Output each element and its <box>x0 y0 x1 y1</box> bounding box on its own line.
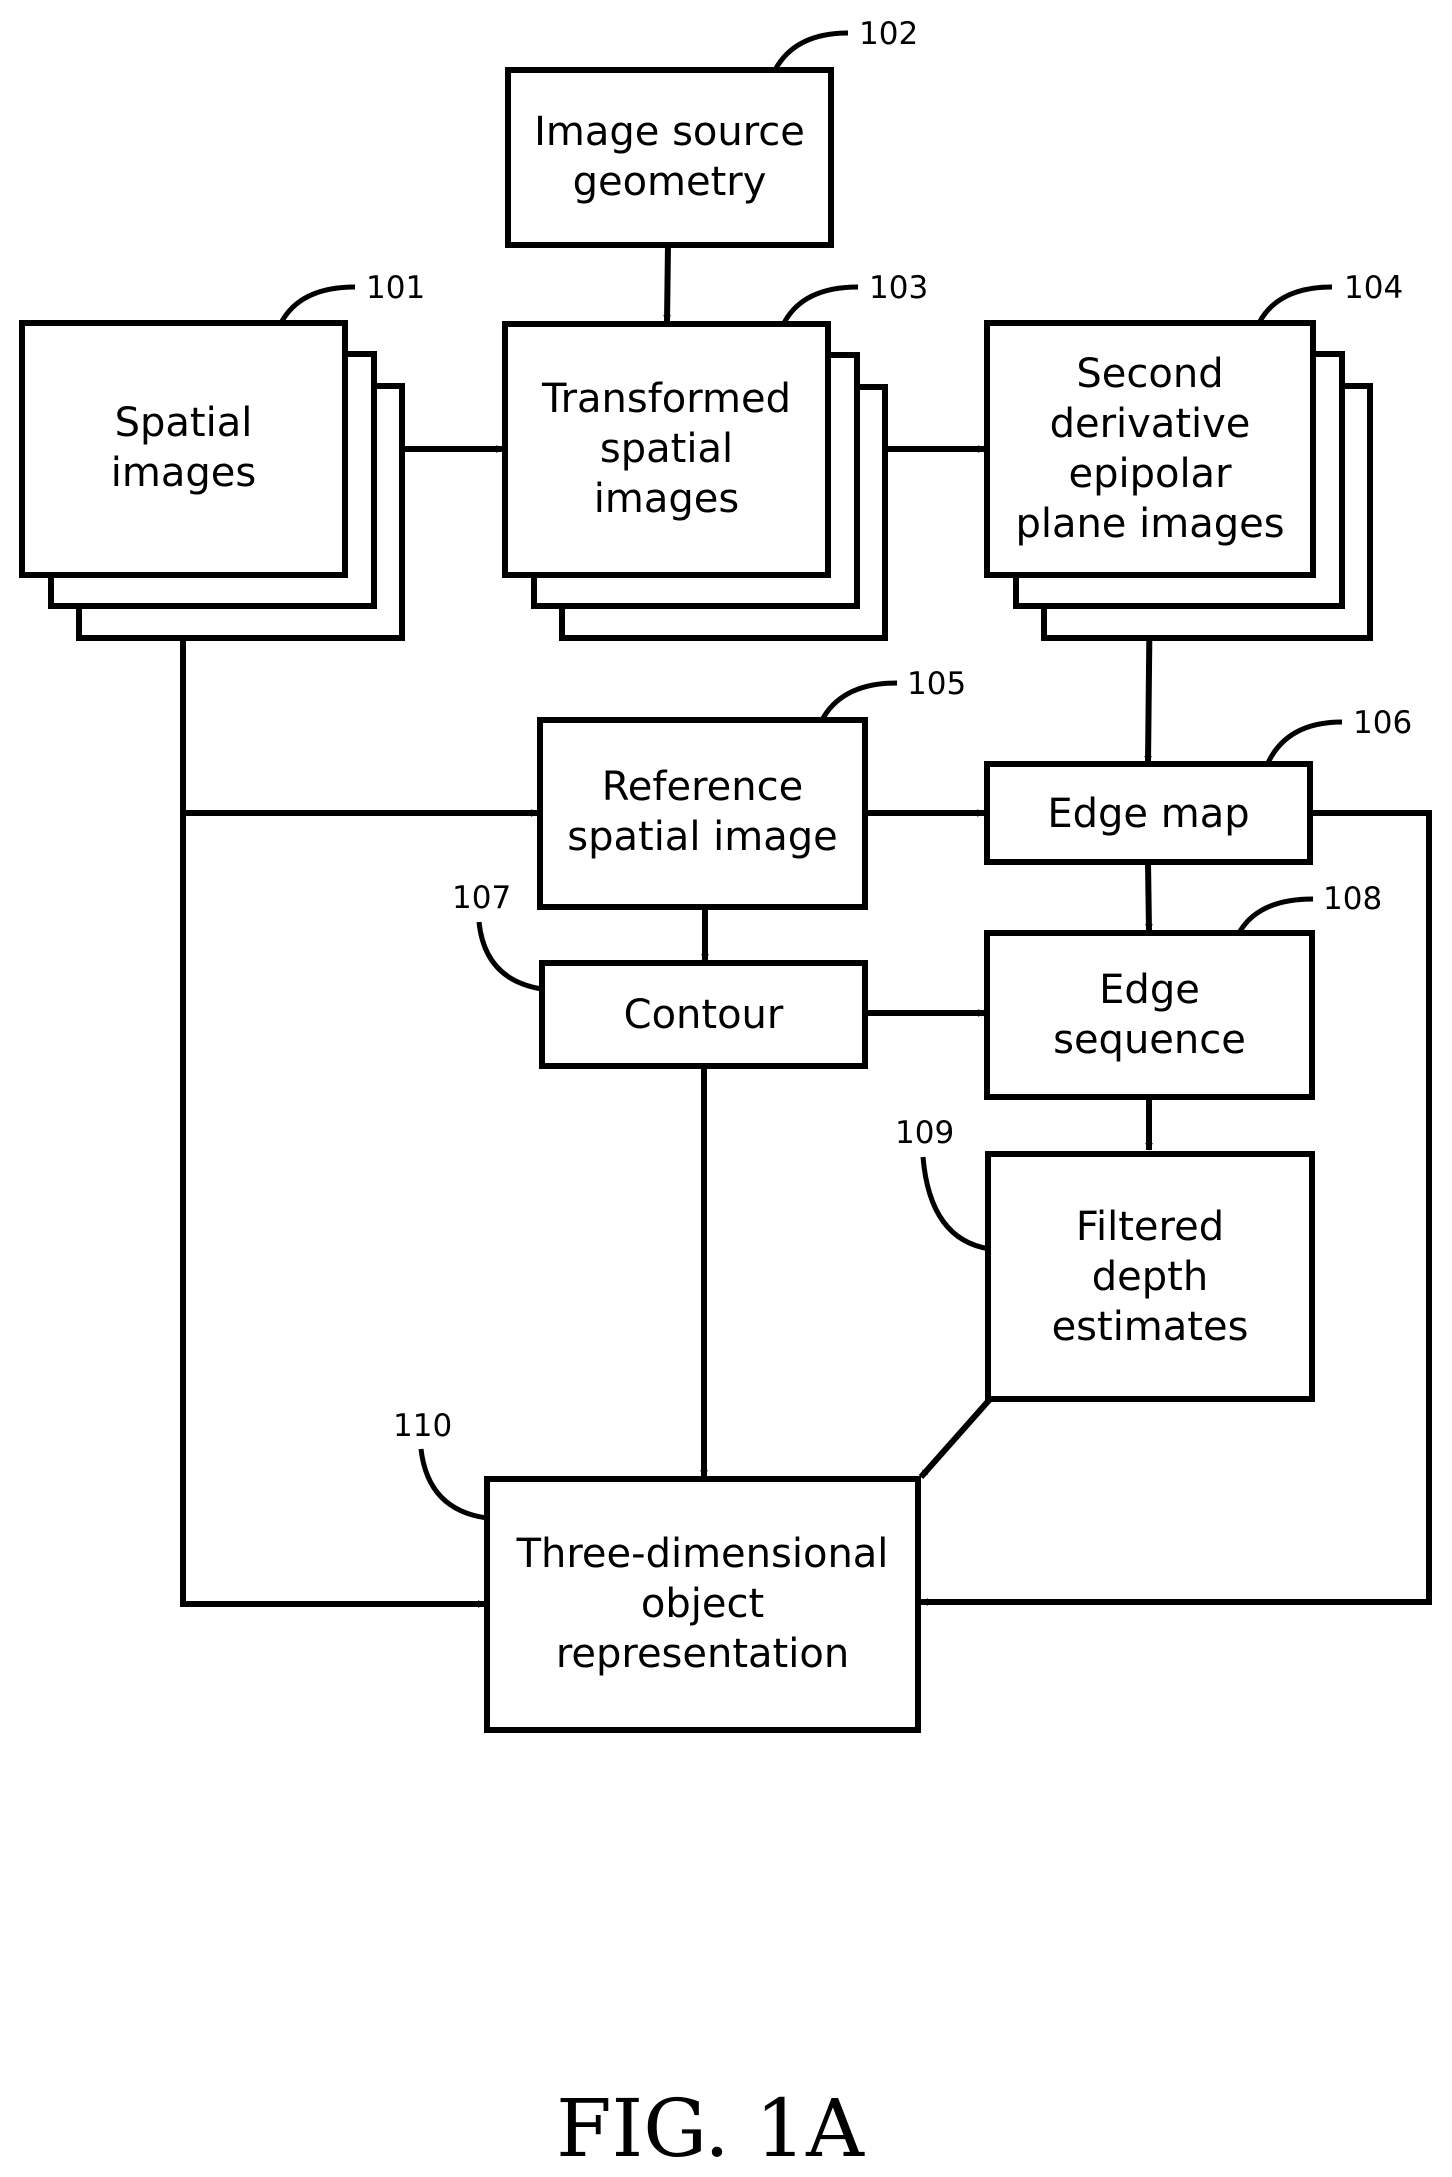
box-108-text-line: sequence <box>1053 1017 1246 1063</box>
box-106-text-line: Edge map <box>1047 791 1249 837</box>
box-108-text-line: Edge <box>1099 967 1200 1013</box>
leader-line-108 <box>1239 899 1313 933</box>
line-101-trunk <box>183 575 485 1604</box>
box-107-text-line: Contour <box>624 992 784 1038</box>
reference-numeral-106: 106 <box>1353 705 1412 741</box>
box-109-text-line: Filtered <box>1076 1204 1224 1250</box>
box-109-text-line: depth <box>1092 1254 1208 1300</box>
box-101-text-line: Spatial <box>115 400 253 446</box>
box-103-text-line: Transformed <box>541 376 791 422</box>
leader-line-105 <box>822 683 897 720</box>
box-108 <box>987 933 1312 1097</box>
box-110-text-line: representation <box>556 1631 849 1677</box>
reference-numeral-105: 105 <box>907 666 966 702</box>
leader-line-102 <box>775 33 848 70</box>
leader-line-101 <box>281 287 355 323</box>
box-104-text-line: plane images <box>1015 501 1284 547</box>
reference-numeral-104: 104 <box>1344 270 1403 306</box>
node-107: Contour <box>542 963 865 1066</box>
leader-line-103 <box>784 287 858 323</box>
box-104-text-line: Second <box>1076 351 1223 397</box>
arrow-106-to-108 <box>1148 862 1149 931</box>
leader-line-110 <box>421 1449 487 1518</box>
figure-label: FIG. 1A <box>556 2082 865 2175</box>
node-103: Transformedspatialimages <box>505 324 885 638</box>
node-108: Edgesequence <box>987 933 1312 1097</box>
node-104: Secondderivativeepipolarplane images <box>987 323 1370 638</box>
leader-line-109 <box>923 1157 990 1249</box>
node-105: Referencespatial image <box>540 720 865 907</box>
arrow-102-to-103 <box>667 245 668 322</box>
node-110: Three-dimensionalobjectrepresentation <box>487 1479 918 1730</box>
box-103-text-line: spatial <box>600 426 733 472</box>
node-101: Spatialimages <box>22 323 402 638</box>
box-105-text-line: spatial image <box>567 814 837 860</box>
box-109-text-line: estimates <box>1052 1304 1249 1350</box>
box-102-text-line: Image source <box>534 109 805 155</box>
nodes: SpatialimagesImage sourcegeometryTransfo… <box>22 70 1370 1730</box>
box-101-text-line: images <box>111 450 256 496</box>
box-104-text-line: epipolar <box>1068 451 1232 497</box>
node-109: Filtereddepthestimates <box>988 1154 1312 1399</box>
reference-numeral-101: 101 <box>366 270 425 306</box>
reference-numeral-110: 110 <box>393 1408 452 1444</box>
reference-numeral-102: 102 <box>859 16 918 52</box>
leader-line-106 <box>1267 722 1342 765</box>
arrow-109-to-110 <box>921 1398 991 1477</box>
node-106: Edge map <box>987 764 1310 862</box>
box-110-text-line: object <box>641 1581 764 1627</box>
node-102: Image sourcegeometry <box>508 70 831 245</box>
box-110-text-line: Three-dimensional <box>516 1531 889 1577</box>
reference-numeral-108: 108 <box>1323 881 1382 917</box>
box-104-text-line: derivative <box>1050 401 1251 447</box>
reference-numeral-103: 103 <box>869 270 928 306</box>
leader-line-104 <box>1259 287 1332 323</box>
reference-numeral-109: 109 <box>895 1115 954 1151</box>
box-102 <box>508 70 831 245</box>
box-102-text-line: geometry <box>573 159 767 205</box>
box-103-text-line: images <box>594 476 739 522</box>
leader-line-107 <box>479 922 542 989</box>
box-101 <box>22 323 345 575</box>
reference-numeral-107: 107 <box>452 880 511 916</box>
box-105-text-line: Reference <box>602 764 803 810</box>
